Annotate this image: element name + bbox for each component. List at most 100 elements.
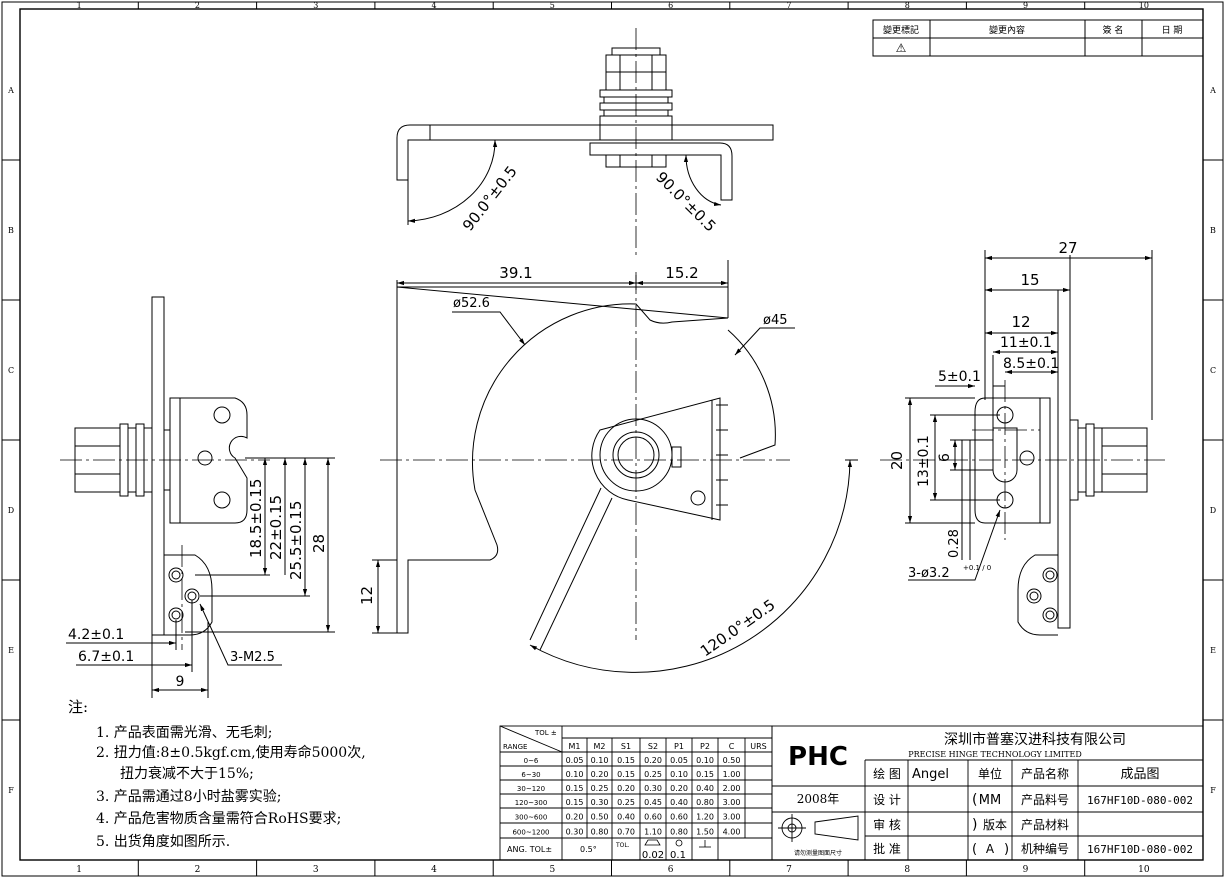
dim-hole-tol: +0.1 / 0 — [963, 564, 991, 572]
tol-value-cell: 0.05 — [670, 756, 688, 765]
top-angle-right-dim: 90.0°±0.5 — [652, 168, 719, 235]
top-view — [396, 47, 774, 225]
label-part-no: 产品料号 — [1021, 793, 1069, 807]
rev-header-sign: 簽 名 — [1103, 24, 1124, 36]
tol-range-cell: 120~300 — [515, 799, 548, 807]
column-label-top: 4 — [432, 1, 437, 10]
value-unit: MM — [979, 793, 1001, 808]
tol-value-cell: 0.10 — [696, 756, 714, 765]
tol-value-cell: 0.05 — [566, 756, 584, 765]
tol-value-cell: 0.80 — [670, 828, 688, 837]
tol-column-header: M2 — [594, 742, 606, 751]
tol-value-cell: 1.00 — [723, 770, 741, 779]
note-2-cont: 扭力衰减不大于15%; — [120, 765, 254, 782]
note-4: 4. 产品危害物质含量需符合RoHS要求; — [96, 811, 341, 827]
tol-value-cell: 1.10 — [644, 828, 662, 837]
tol-value-cell: 2.00 — [723, 784, 741, 793]
dim-20: 20 — [888, 451, 906, 470]
tol-value-cell: 0.10 — [566, 770, 584, 779]
row-label-left: F — [8, 786, 14, 795]
dim-5: 5±0.1 — [938, 369, 981, 385]
paren-close: ) — [972, 817, 977, 833]
dim-28: 28 — [310, 534, 328, 553]
paren-version-close: ) — [1004, 842, 1009, 857]
column-label-top: 10 — [1139, 1, 1149, 10]
note-5: 5. 出货角度如图所示. — [96, 833, 230, 850]
dim-hole: 3-ø3.2 — [908, 566, 950, 581]
tol-value-cell: 0.80 — [591, 828, 609, 837]
label-unit: 单位 — [978, 766, 1002, 781]
tol-range-cell: 600~1200 — [512, 829, 549, 837]
tol-value-cell: 0.10 — [591, 756, 609, 765]
tol-column-header: URS — [750, 742, 767, 751]
tol-value-cell: 0.10 — [670, 770, 688, 779]
column-label-top: 3 — [313, 1, 318, 10]
tol-column-header: S1 — [621, 742, 631, 751]
company-logo: PHC — [788, 742, 848, 772]
tol-column-header: C — [729, 742, 735, 751]
dim-9: 9 — [176, 674, 185, 690]
column-label-bottom: 5 — [549, 865, 555, 875]
note-1: 1. 产品表面需光滑、无毛刺; — [96, 724, 273, 741]
paren-open: ( — [972, 792, 977, 808]
row-label-left: C — [8, 366, 14, 375]
tol-value-cell: 0.15 — [617, 770, 635, 779]
company-name-en: PRECISE HINGE TECHNOLOGY LIMITED — [908, 750, 1082, 759]
column-label-bottom: 8 — [904, 865, 910, 875]
revision-triangle-icon: ⚠ — [896, 41, 907, 55]
column-label-bottom: 10 — [1138, 865, 1150, 875]
ang-tol-label: ANG. TOL± — [507, 845, 552, 854]
tol-range-cell: 0~6 — [524, 757, 539, 765]
tol-value-cell: 4.00 — [723, 828, 741, 837]
tol-value-cell: 0.30 — [566, 828, 584, 837]
tol-column-header: S2 — [648, 742, 658, 751]
label-material: 产品材料 — [1021, 818, 1069, 832]
tol-value-cell: 3.00 — [723, 813, 741, 822]
rev-header-date: 日 期 — [1162, 25, 1183, 36]
dim-6: 6 — [937, 453, 953, 462]
rev-header-content: 變更內容 — [989, 24, 1025, 36]
tol-range-cell: 300~600 — [515, 814, 548, 822]
range-corner-label: RANGE — [503, 743, 527, 751]
column-label-top: 5 — [550, 1, 555, 10]
dim-dia-52-6: ø52.6 — [453, 296, 490, 311]
dim-27: 27 — [1058, 239, 1077, 257]
label-product-name: 产品名称 — [1021, 766, 1069, 781]
tol-column-header: M1 — [569, 742, 581, 751]
label-machine-no: 机种编号 — [1021, 841, 1069, 856]
dim-6-7: 6.7±0.1 — [78, 649, 134, 665]
tol-value-cell: 0.70 — [617, 828, 635, 837]
geo-tol-value-1: 0.02 — [642, 850, 664, 861]
geo-tol-value-2: 0.1 — [670, 850, 686, 861]
column-label-top: 8 — [905, 1, 910, 10]
dim-18-5: 18.5±0.15 — [247, 479, 265, 558]
tol-value-cell: 0.40 — [696, 784, 714, 793]
row-label-right: A — [1209, 86, 1216, 95]
tol-value-cell: 0.25 — [617, 798, 635, 807]
label-approve: 批 准 — [873, 841, 901, 856]
column-label-bottom: 1 — [76, 865, 82, 875]
value-product-name: 成品图 — [1120, 767, 1159, 782]
tol-value-cell: 3.00 — [723, 798, 741, 807]
tol-value-cell: 0.20 — [670, 784, 688, 793]
drawing-year: 2008年 — [797, 792, 840, 806]
dim-15-right: 15 — [1020, 271, 1039, 289]
column-label-top: 7 — [786, 1, 791, 10]
dim-25-5: 25.5±0.15 — [287, 501, 305, 580]
tol-value-cell: 0.25 — [644, 770, 662, 779]
tolerance-table-grid — [499, 725, 773, 861]
column-label-bottom: 6 — [668, 865, 674, 875]
dim-m2-5: 3-M2.5 — [230, 650, 275, 665]
tol-value-cell: 0.20 — [617, 784, 635, 793]
column-label-bottom: 4 — [431, 865, 437, 875]
tol-range-cell: 30~120 — [517, 785, 545, 793]
column-label-top: 2 — [195, 1, 200, 10]
dim-8-5: 8.5±0.1 — [1003, 356, 1059, 372]
dim-11: 11±0.1 — [1000, 335, 1052, 351]
tol-value-cell: 0.20 — [644, 756, 662, 765]
column-label-top: 9 — [1023, 1, 1028, 10]
dim-22: 22±0.15 — [267, 495, 285, 560]
